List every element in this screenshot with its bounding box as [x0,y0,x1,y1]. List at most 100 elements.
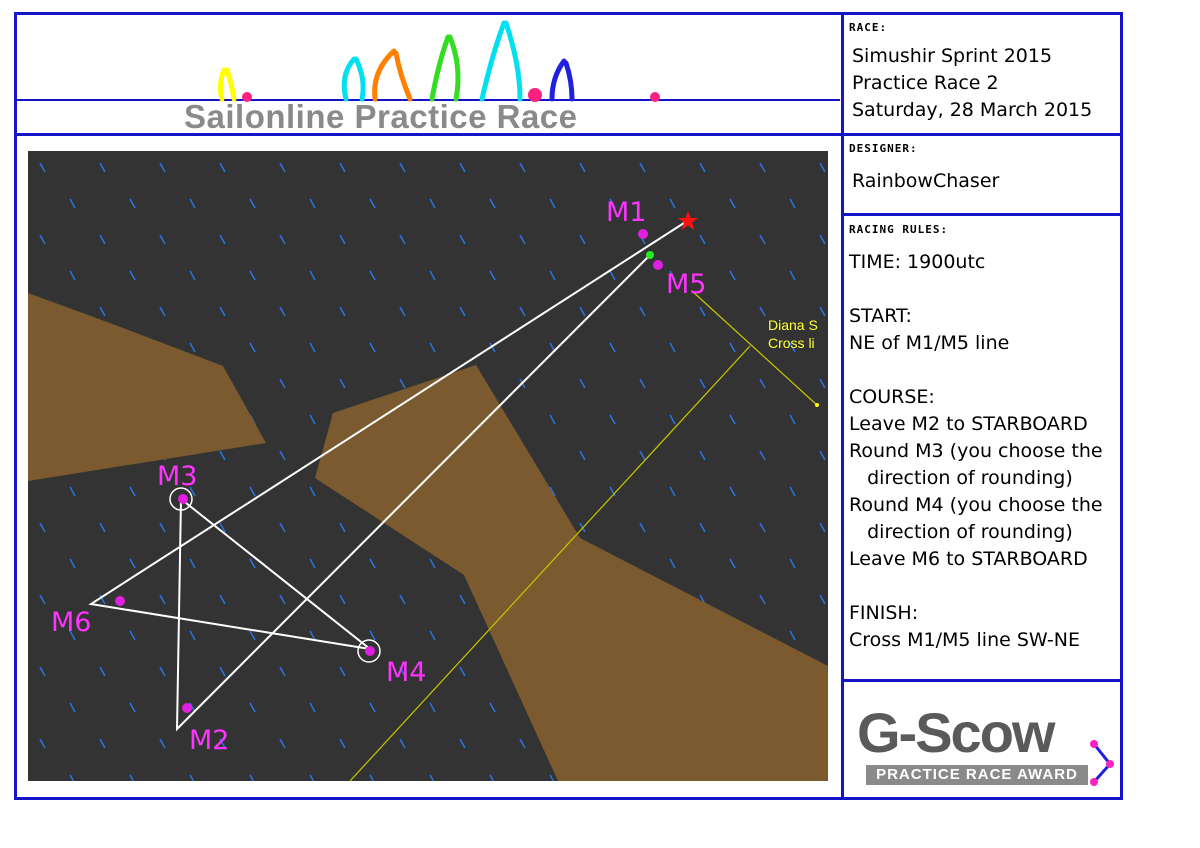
wind-arrow [399,378,406,389]
wind-arrow [219,666,226,677]
rules-line: direction of rounding) [849,521,1073,543]
wind-arrow [609,342,616,353]
wind-arrow [459,162,466,173]
wind-arrow [489,342,496,353]
wind-arrow [39,666,46,677]
wind-arrow [309,414,316,425]
wind-arrow [129,270,136,281]
wind-arrow [99,162,106,173]
rules-line: TIME: 1900utc [849,251,986,273]
wind-arrow [489,270,496,281]
wind-arrow [249,774,255,781]
wind-arrow [249,486,256,497]
wind-arrow [69,630,76,641]
wind-arrow [519,306,526,317]
wind-arrow [459,234,466,245]
designer-panel-divider [841,213,1123,216]
wind-arrow [69,774,75,781]
wind-arrow [789,486,796,497]
wind-arrow [399,306,406,317]
wind-arrow [399,666,406,677]
wind-arrow [669,342,676,353]
wind-arrow [219,738,226,749]
wind-arrow [639,378,646,389]
wind-arrow [189,558,196,569]
wind-arrow [789,198,796,209]
wind-arrow [489,774,495,781]
wind-arrow [429,702,436,713]
wind-arrow [189,630,196,641]
wind-arrow [219,522,226,533]
wind-arrow [339,234,346,245]
wind-arrow [39,522,46,533]
wind-arrow [249,270,256,281]
designer-label: DESIGNER: [849,142,918,155]
wind-arrow [339,378,346,389]
sails-logo [217,20,660,102]
rules-panel-divider [841,679,1123,682]
wind-arrow [399,738,406,749]
wind-arrow [429,774,435,781]
wind-arrow [549,198,556,209]
wind-arrow [399,594,406,605]
wind-arrow [579,450,586,461]
wind-arrow [729,270,736,281]
wind-arrow [219,594,226,605]
race-line-2: Practice Race 2 [852,72,999,94]
wind-arrow [789,414,796,425]
wind-arrow [339,666,346,677]
rules-line: Round M4 (you choose the [849,494,1103,516]
wind-arrow [279,378,286,389]
wind-arrow [249,342,256,353]
rules-line: Cross M1/M5 line SW-NE [849,629,1081,651]
wind-arrow [369,342,376,353]
rules-line: FINISH: [849,602,919,624]
wind-arrow [159,594,166,605]
wind-arrow [129,558,136,569]
wind-arrow [399,162,406,173]
wind-arrow [159,306,166,317]
mark-m3 [178,494,188,504]
wind-arrow [819,522,826,533]
wind-arrow [369,630,376,641]
wind-arrow [99,666,106,677]
wind-arrow [759,522,766,533]
wind-arrow [279,450,286,461]
wind-arrow [129,198,136,209]
wind-arrow [279,306,286,317]
wind-arrow [99,234,106,245]
wind-arrow [819,234,826,245]
wind-arrow [69,198,76,209]
wind-arrow [819,378,826,389]
wind-arrow [369,774,375,781]
wind-arrow [699,306,706,317]
wind-arrow [639,306,646,317]
wind-arrow [129,486,136,497]
wind-arrow [219,306,226,317]
wind-arrow [669,414,676,425]
wind-arrow [339,306,346,317]
wind-arrow [369,558,376,569]
wind-arrow [579,378,586,389]
mark-m5 [653,260,663,270]
wind-arrow [249,702,256,713]
course-route [88,222,685,732]
wind-arrow [579,306,586,317]
wind-arrow [129,630,136,641]
wind-arrow [339,738,346,749]
wind-arrow [669,198,676,209]
race-label: RACE: [849,21,888,34]
wind-arrow [729,342,736,353]
wind-arrow [99,738,106,749]
wind-arrow [549,414,556,425]
rules-line: Leave M6 to STARBOARD [849,548,1088,570]
wind-arrow [309,774,315,781]
rules-line: direction of rounding) [849,467,1073,489]
label-m2: M2 [189,725,229,756]
wind-arrow [39,738,46,749]
wind-arrow [489,702,496,713]
wind-arrow [189,198,196,209]
wind-arrow [279,594,286,605]
wind-arrow [159,522,166,533]
award-sail-icon [1090,740,1114,786]
